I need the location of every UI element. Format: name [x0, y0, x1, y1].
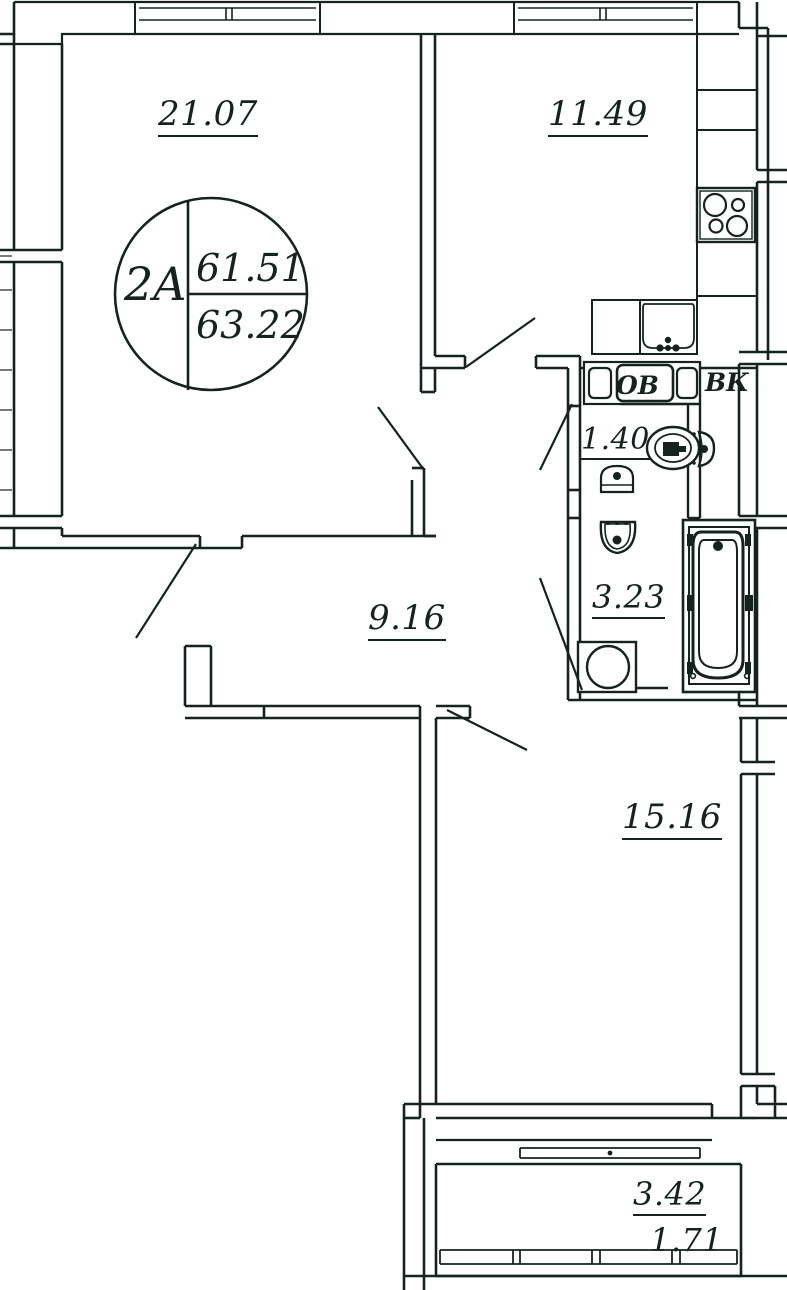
ventilation-shaft-label: ОВ: [616, 371, 659, 400]
water-sewer-shaft-label: ВК: [705, 368, 749, 397]
apartment-type-label: 2A: [124, 257, 187, 311]
living-area-label: 61.51: [196, 246, 305, 290]
door-openings: [135, 317, 584, 751]
washing-machine: [576, 640, 638, 694]
balcony: [402, 1118, 787, 1290]
door-toilet: [539, 403, 573, 471]
hallway-area-label: 9.16: [368, 598, 446, 641]
balcony-area-label: 3.42: [633, 1175, 707, 1216]
kitchen-area-label: 11.49: [548, 94, 648, 137]
door-bathroom: [538, 577, 584, 691]
total-area-label: 63.22: [196, 303, 305, 347]
apartment-stamp: [113, 196, 309, 392]
kitchen-sink: [591, 299, 698, 355]
bathroom-washbasin: [599, 520, 637, 555]
door-entry: [135, 543, 197, 639]
door-living-room: [377, 406, 425, 471]
exterior-walls: [0, 0, 787, 1120]
toilet-area-label: 1.40: [581, 422, 650, 460]
interior-walls: [183, 34, 741, 1120]
stove: [695, 186, 757, 244]
balcony-reduced-area-label: 1.71: [650, 1221, 724, 1259]
bedroom-area-label: 15.16: [622, 797, 722, 840]
window-living-room-left: [0, 255, 12, 491]
living-room-area-label: 21.07: [158, 94, 258, 137]
window-living-room: [134, 2, 321, 34]
bathroom-area-label: 3.23: [592, 578, 666, 619]
bathtub: [681, 518, 757, 694]
toilet-fixture: [645, 425, 716, 471]
toilet-washbasin: [599, 464, 635, 494]
door-bedroom: [446, 709, 528, 751]
door-kitchen: [465, 317, 536, 368]
shaft-boxes: [582, 360, 702, 406]
window-kitchen: [513, 2, 698, 34]
